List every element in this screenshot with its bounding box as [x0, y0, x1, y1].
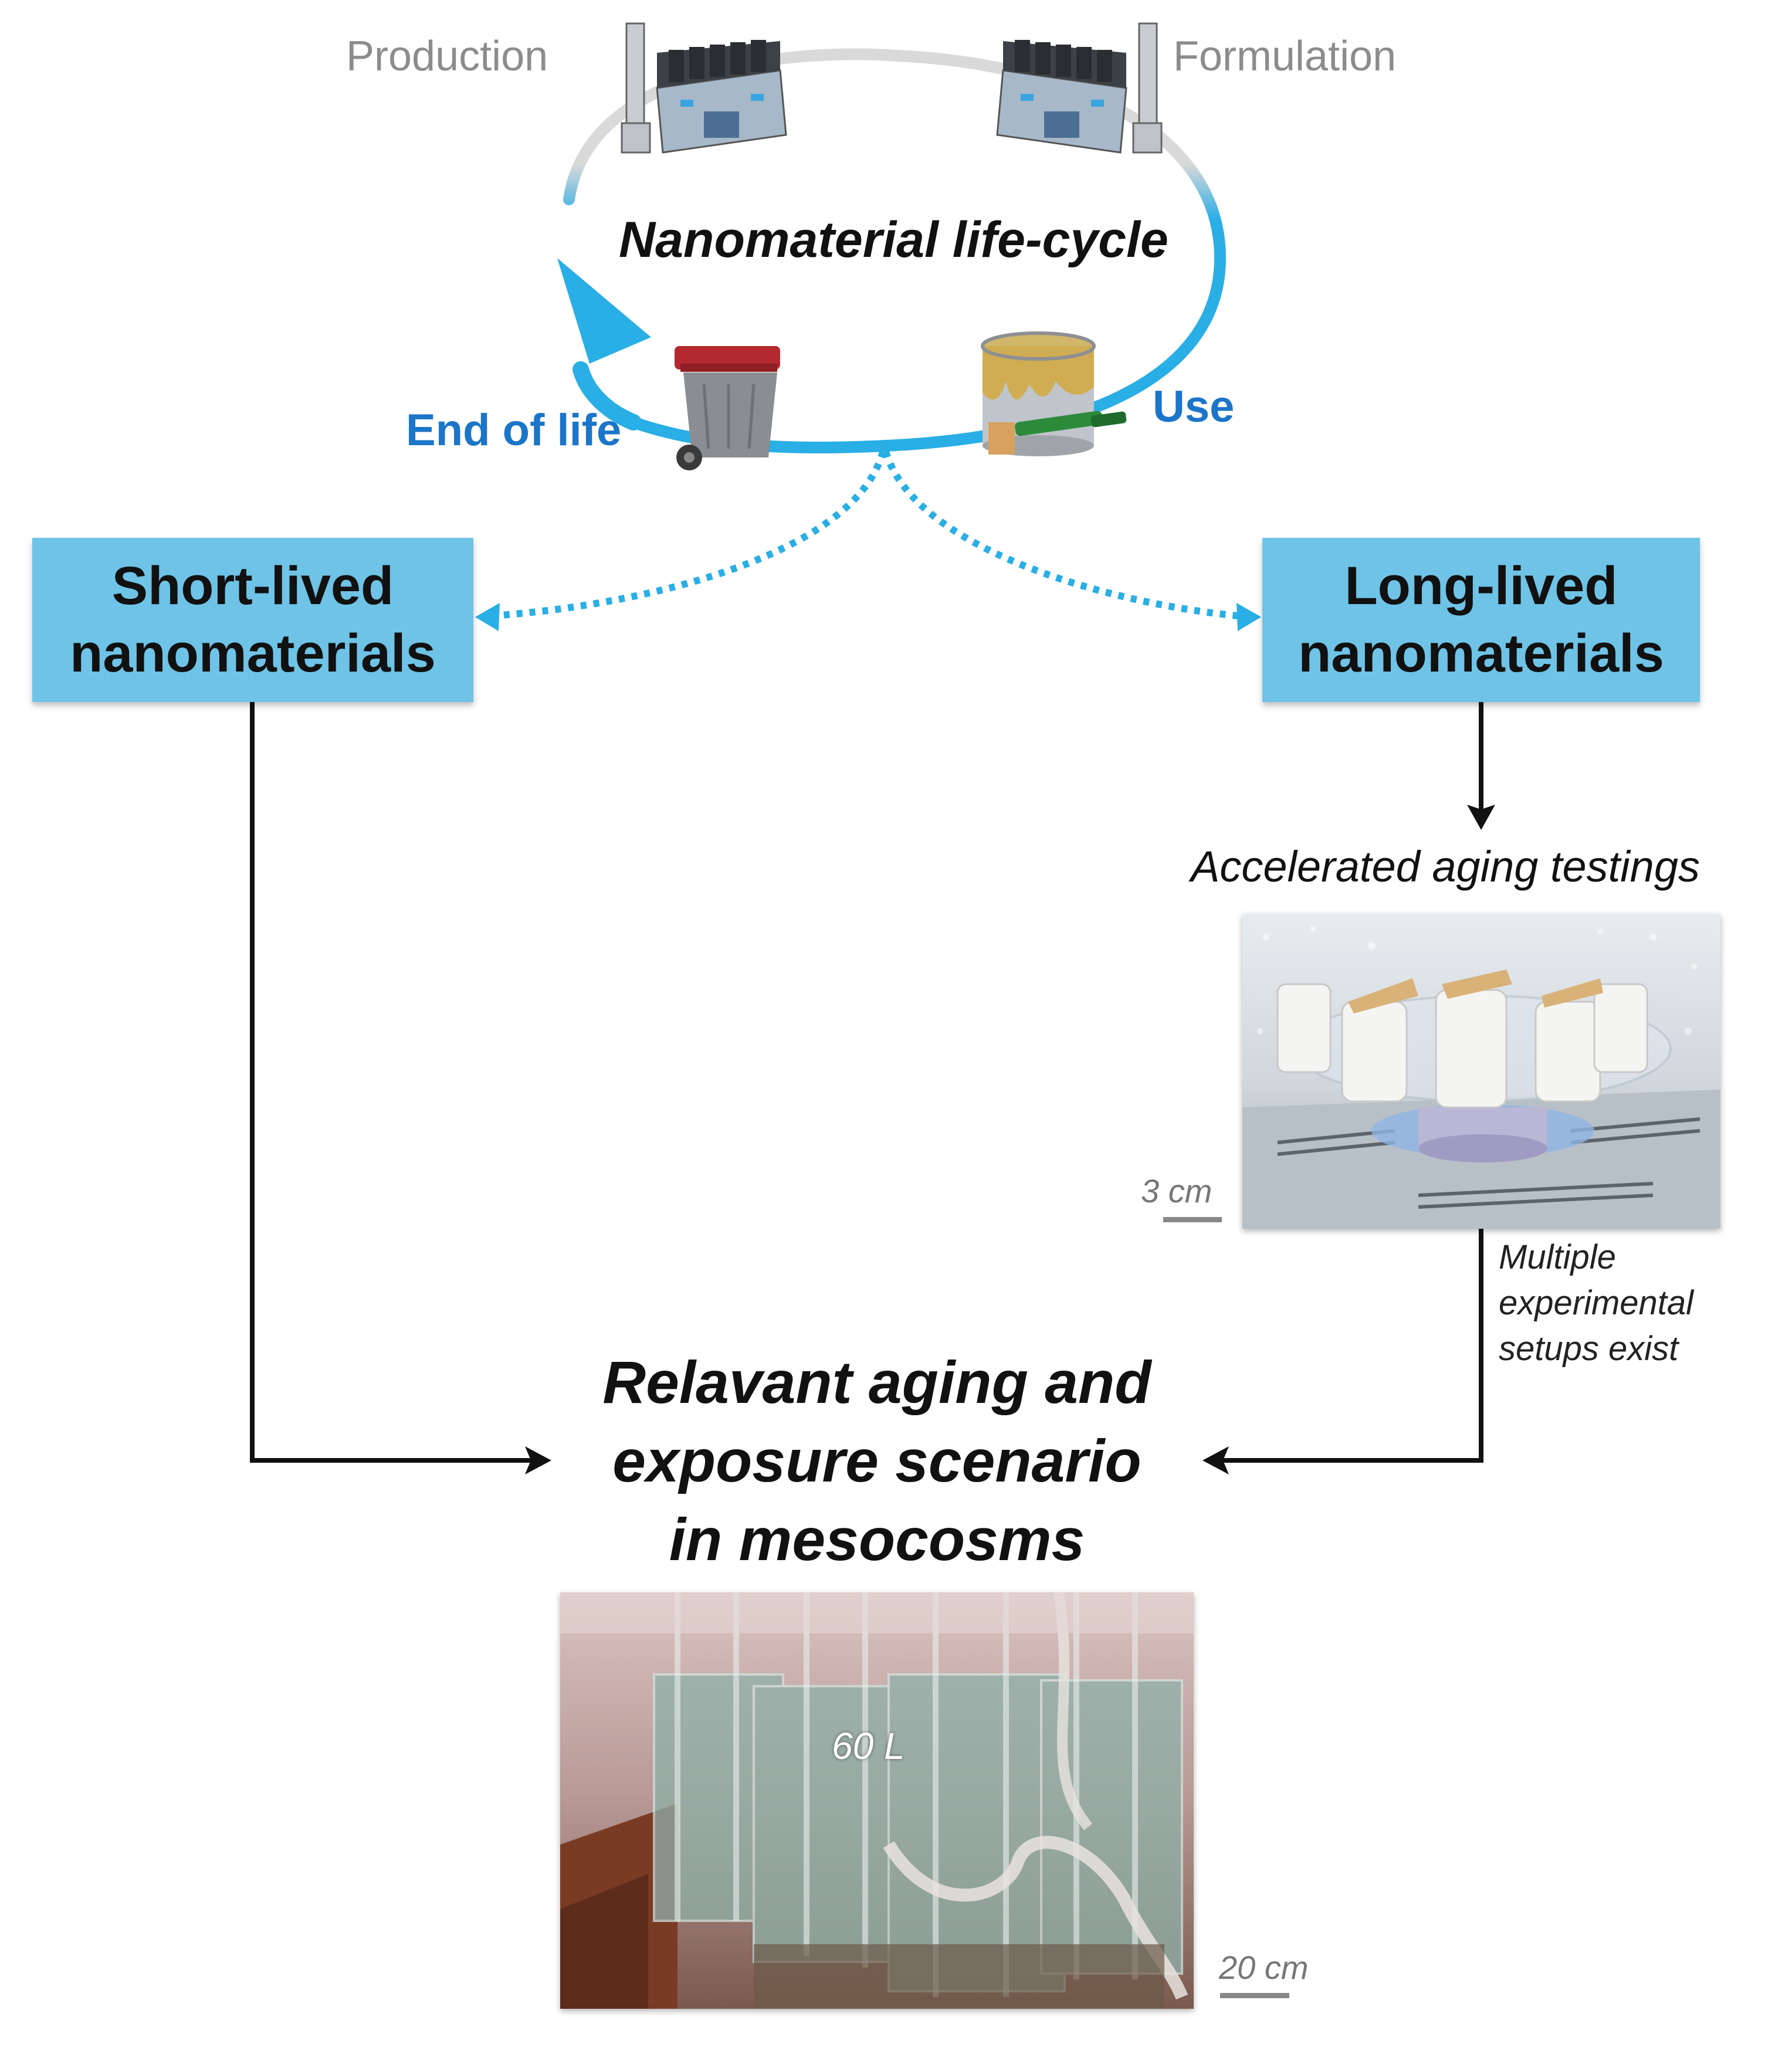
factory-icon	[621, 22, 787, 154]
dotted-arrowhead-long-lived	[1237, 603, 1261, 631]
aging-note: Multiple experimental setups exist	[1499, 1235, 1693, 1372]
lifecycle-title: Nanomaterial life-cycle	[619, 212, 1168, 268]
mesocosm-scale-label: 20 cm	[1219, 1949, 1309, 1986]
scenario-title-line3: in mesocosms	[669, 1506, 1085, 1573]
aging-note-line3: setups exist	[1499, 1330, 1679, 1368]
trash-bin-icon	[675, 346, 780, 470]
aging-scale-label: 3 cm	[1141, 1172, 1212, 1209]
mesocosm-photo	[560, 1592, 1194, 2009]
aging-note-line2: experimental	[1499, 1284, 1694, 1322]
volume-label: 60 L	[832, 1725, 905, 1767]
flow-arrowhead-scenario	[1202, 1446, 1229, 1474]
flow-arrowhead-short-lived	[525, 1446, 551, 1474]
flow-arrowhead-aging	[1467, 805, 1495, 830]
stage-label-end-of-life: End of life	[406, 405, 622, 455]
dotted-arrowhead-short-lived	[475, 603, 500, 631]
aging-chamber-photo	[1242, 914, 1720, 1229]
aging-note-line1: Multiple	[1499, 1238, 1616, 1276]
short-lived-label-line1: Short-lived	[111, 556, 394, 616]
short-lived-label-line2: nanomaterials	[70, 623, 436, 683]
scenario-title-line2: exposure scenario	[612, 1428, 1141, 1494]
factory-icon	[996, 22, 1163, 154]
flow-line-short-lived	[250, 701, 531, 1463]
long-lived-label-line2: nanomaterials	[1298, 623, 1664, 683]
stage-label-production: Production	[346, 33, 548, 80]
long-lived-label-line1: Long-lived	[1344, 556, 1618, 616]
mesocosm-scale-bar	[1220, 1993, 1289, 1998]
paint-can-icon	[981, 331, 1127, 456]
stage-label-formulation: Formulation	[1173, 33, 1397, 80]
short-lived-box: Short-lived nanomaterials	[32, 538, 473, 702]
long-lived-box: Long-lived nanomaterials	[1262, 538, 1700, 702]
flow-line-aging-to-scenario	[1223, 1229, 1483, 1463]
stage-label-use: Use	[1153, 382, 1235, 432]
lifecycle-arrowhead	[557, 258, 651, 364]
scenario-title-line1: Relavant aging and	[602, 1349, 1151, 1416]
aging-title: Accelerated aging testings	[1191, 842, 1700, 891]
scenario-title: Relavant aging and exposure scenario in …	[525, 1343, 1229, 1579]
dotted-arrow-long-lived	[882, 450, 1238, 619]
aging-scale-bar	[1163, 1217, 1222, 1222]
